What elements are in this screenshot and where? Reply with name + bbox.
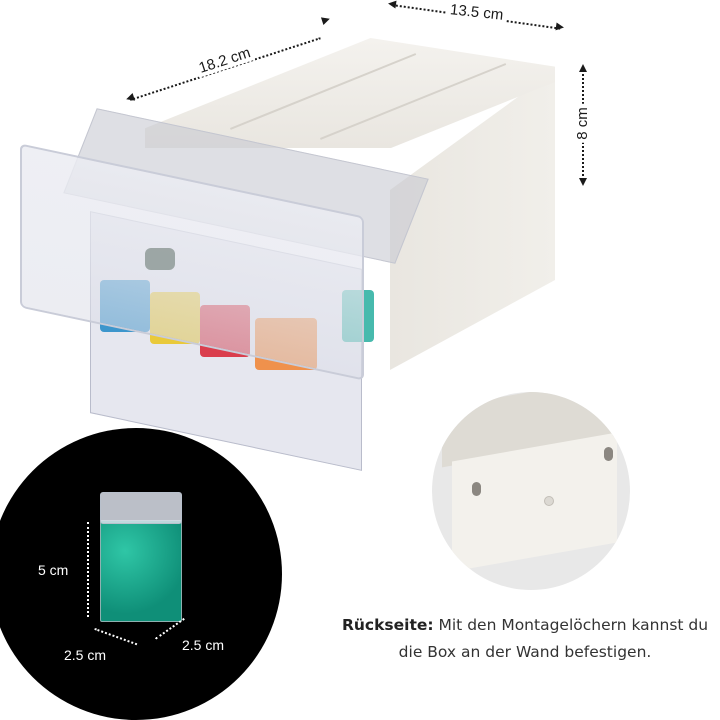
container-width-label: 2.5 cm [64, 647, 107, 663]
container-depth-label: 2.5 cm [182, 637, 225, 653]
drawer[interactable] [20, 108, 429, 471]
height-label: 8 cm [573, 104, 591, 143]
arrow-right-icon [320, 14, 332, 26]
container-lid [100, 492, 182, 524]
center-pin [544, 496, 554, 506]
mounting-hole-left [472, 482, 481, 496]
container-height-label: 5 cm [38, 562, 69, 578]
backside-detail-circle [432, 392, 630, 590]
container-height-line [87, 522, 89, 617]
arrow-left-icon [124, 92, 136, 104]
length-label: 18.2 cm [193, 43, 256, 78]
width-label: 13.5 cm [446, 0, 508, 25]
arrow-left-icon [387, 0, 397, 9]
caption-text: Mit den Montagelöchern kannst du die Box… [398, 616, 709, 661]
drawer-handle[interactable] [145, 248, 175, 270]
bead-container [100, 492, 182, 622]
mounting-hole-right [604, 447, 613, 461]
arrow-down-icon [579, 178, 587, 186]
container-body [100, 520, 182, 622]
caption-bold: Rückseite: [341, 616, 434, 634]
arrow-right-icon [555, 22, 565, 32]
backside-caption: Rückseite: Mit den Montagelöchern kannst… [330, 612, 720, 666]
arrow-up-icon [579, 64, 587, 72]
